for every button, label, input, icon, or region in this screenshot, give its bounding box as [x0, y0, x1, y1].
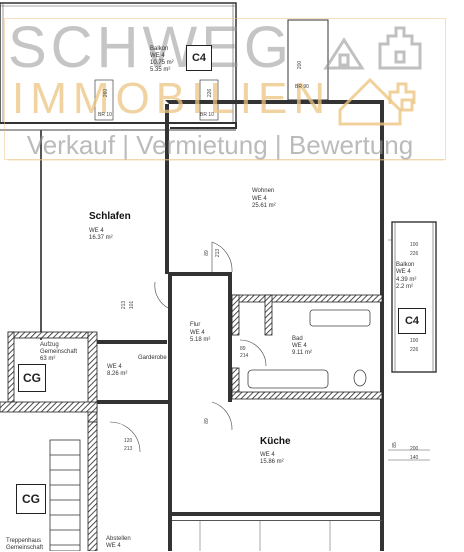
room-abstellen-unit: WE 4	[106, 543, 121, 549]
dim-120-lower: 120	[124, 438, 133, 444]
dim-260-top: 260	[103, 88, 110, 98]
room-bad-unit: WE 4	[292, 343, 307, 349]
balkon-right-area: 4.39 m²	[396, 277, 417, 283]
room-kueche-name: Küche	[260, 436, 291, 447]
room-treppenhaus-name: Treppenhaus	[6, 538, 42, 544]
aufzug-badge: CG	[18, 364, 46, 392]
room-kueche-area: 15.86 m²	[260, 459, 284, 465]
room-kueche-unit: WE 4	[260, 452, 275, 458]
room-flur-name: Flur	[190, 322, 201, 328]
dim-br10-left: BR 10	[98, 112, 112, 118]
room-wohnen-name: Wohnen	[252, 188, 275, 194]
dim-226-right-bottom: 226	[410, 347, 419, 353]
balkon-right-area2: 2.2 m²	[396, 284, 414, 290]
balkon-right-name: Balkon	[396, 262, 415, 268]
dim-89-kueche: 89	[203, 418, 210, 424]
room-garderobe-unit: WE 4	[107, 364, 122, 370]
room-flur-unit: WE 4	[190, 330, 205, 336]
watermark-tagline: Verkauf | Vermietung | Bewertung	[26, 130, 414, 160]
dim-89-bad: 89	[240, 346, 246, 352]
room-aufzug-area: 63 m²	[40, 356, 56, 362]
dim-226-top: 226	[207, 88, 214, 98]
dim-213-flur: 213	[215, 248, 222, 258]
room-schlafen-unit: WE 4	[89, 228, 104, 234]
dim-100-right-top: 100	[410, 242, 419, 248]
dim-br90: BR 90	[295, 84, 309, 90]
watermark-brand-line1: SCHWEG	[8, 15, 293, 80]
dim-89-flur: 89	[203, 250, 210, 256]
balkon-top-area2: 5.35 m²	[150, 67, 171, 73]
dim-140-kueche: 140	[410, 455, 419, 461]
dim-214-bad: 214	[240, 353, 249, 359]
watermark-brand-line2: IMMOBILIEN	[12, 74, 332, 123]
room-garderobe-area: 8.26 m²	[107, 371, 128, 377]
dim-85-kueche: 85	[391, 442, 398, 448]
dim-101: 101	[129, 300, 136, 310]
room-schlafen-name: Schlafen	[89, 211, 131, 222]
balkon-top-unit: WE 4	[150, 53, 165, 59]
room-garderobe-name: Garderobe	[138, 355, 167, 361]
balkon-top-area: 10.75 m²	[150, 60, 174, 66]
dim-213-mid: 213	[121, 300, 128, 310]
dim-200-kueche: 200	[410, 446, 419, 452]
room-wohnen-area: 25.61 m²	[252, 203, 276, 209]
dim-200-top: 200	[297, 60, 304, 70]
balkon-right-outline	[391, 221, 437, 373]
staircase	[49, 439, 81, 551]
room-bad-name: Bad	[292, 336, 303, 342]
room-aufzug-name: Aufzug	[40, 342, 59, 348]
room-schlafen-area: 16.37 m²	[89, 235, 113, 241]
watermark-frame	[4, 18, 446, 160]
balkon-top-badge: C4	[186, 45, 212, 71]
dim-226-right: 226	[410, 251, 419, 257]
room-aufzug-sub: Gemeinschaft	[40, 349, 78, 355]
room-flur-area: 5.18 m²	[190, 337, 211, 343]
balkon-right-unit: WE 4	[396, 269, 411, 275]
balkon-right-badge: C4	[398, 308, 426, 334]
balkon-top-name: Balkon	[150, 46, 169, 52]
dim-100-right-bottom: 100	[410, 338, 419, 344]
treppenhaus-badge: CG	[16, 484, 46, 514]
logo-house-gold	[338, 77, 416, 126]
room-treppenhaus-sub: Gemeinschaft	[6, 545, 44, 551]
room-bad-area: 9.11 m²	[292, 350, 312, 356]
room-wohnen-unit: WE 4	[252, 196, 267, 202]
dim-213-lower: 213	[124, 446, 133, 452]
room-abstellen-name: Abstellen	[106, 536, 131, 542]
dim-br10-right: BR 10	[200, 112, 214, 118]
logo-houses	[323, 26, 422, 70]
